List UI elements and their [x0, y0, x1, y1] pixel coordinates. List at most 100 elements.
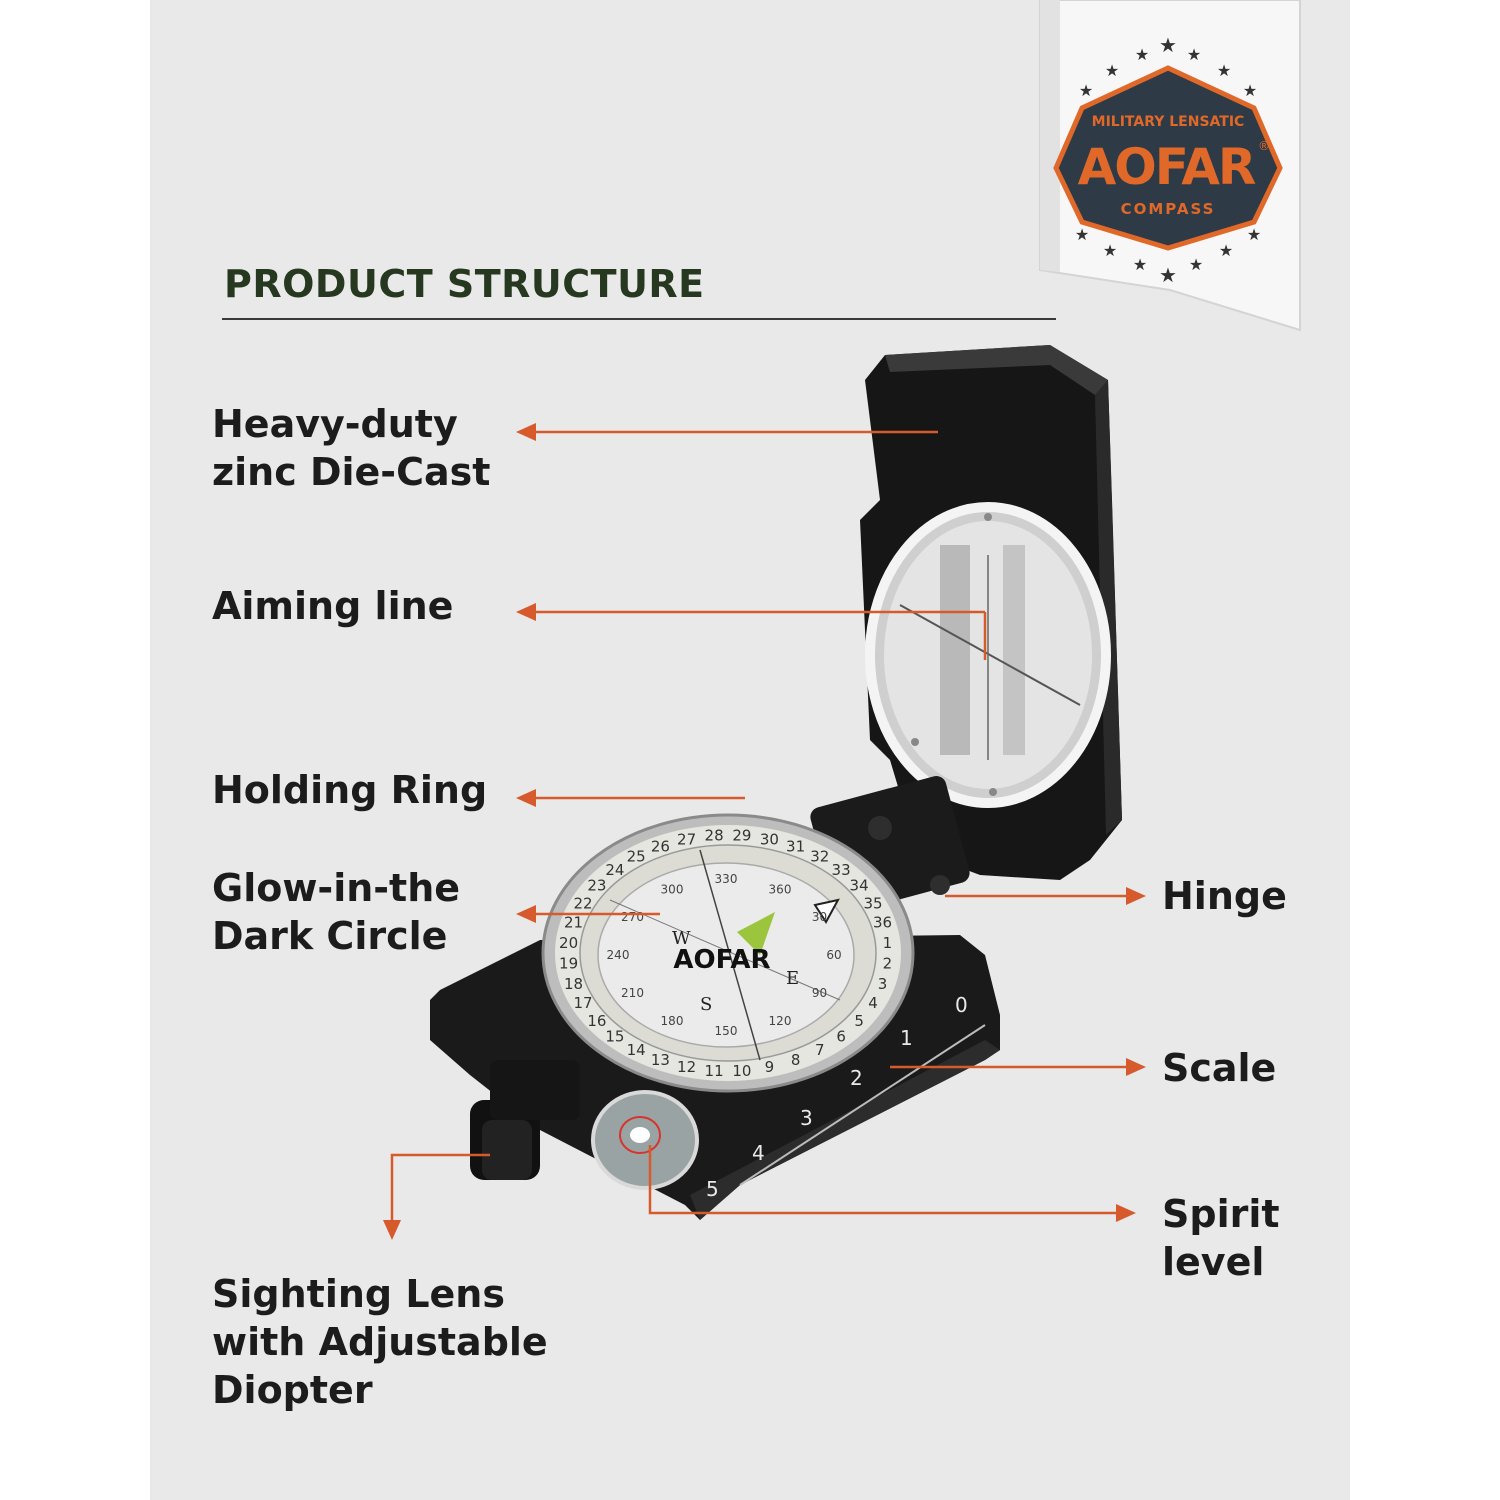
ruler-mark-4: 4 [752, 1141, 765, 1165]
aiming-line [899, 604, 1081, 706]
dial-brand: AOFAR [673, 945, 770, 975]
ruler-mark-2: 2 [850, 1066, 863, 1090]
callout-sighting-lens: Sighting Lens with Adjustable Diopter [212, 1272, 548, 1412]
svg-text:★: ★ [1135, 45, 1149, 64]
outer-ring-number-30: 30 [760, 830, 779, 848]
callout-hinge: Hinge [1162, 874, 1287, 918]
inner-degree-360: 360 [769, 882, 792, 896]
outer-ring-number-21: 21 [564, 914, 583, 932]
outer-ring-number-17: 17 [573, 994, 592, 1012]
outer-ring-number-18: 18 [564, 975, 583, 993]
north-triangle-marker [813, 898, 840, 924]
outer-ring-number-9: 9 [765, 1058, 775, 1076]
svg-text:★: ★ [1159, 263, 1177, 287]
inner-degree-30: 30 [812, 910, 827, 924]
cardinal-east: E [786, 968, 799, 989]
outer-ring-number-5: 5 [854, 1012, 864, 1030]
outer-ring-number-25: 25 [627, 848, 646, 866]
outer-ring-number-12: 12 [677, 1058, 696, 1076]
svg-text:★: ★ [1103, 241, 1117, 260]
outer-ring-number-19: 19 [559, 955, 578, 973]
outer-ring-number-11: 11 [705, 1062, 724, 1080]
cardinal-south: S [700, 994, 712, 1015]
svg-text:★: ★ [1187, 45, 1201, 64]
ruler-mark-5: 5 [706, 1177, 719, 1201]
svg-text:★: ★ [1219, 241, 1233, 260]
outer-ring-number-36: 36 [873, 914, 892, 932]
outer-ring-number-2: 2 [883, 955, 893, 973]
outer-ring-number-31: 31 [786, 837, 805, 855]
outer-ring-number-14: 14 [627, 1041, 646, 1059]
outer-ring-number-3: 3 [878, 975, 888, 993]
spirit-level [591, 1090, 699, 1190]
inner-degree-240: 240 [607, 948, 630, 962]
badge-stars: ★ ★ ★ ★ ★ ★ ★ ★ ★ ★ ★ ★ ★ ★ [1075, 33, 1261, 287]
page-title: PRODUCT STRUCTURE [224, 262, 705, 306]
ruler-mark-0: 0 [955, 993, 968, 1017]
callout-glow-circle: Glow-in-the Dark Circle [212, 866, 461, 958]
inner-degree-150: 150 [715, 1024, 738, 1038]
outer-ring-number-15: 15 [605, 1028, 624, 1046]
inner-degree-60: 60 [826, 948, 841, 962]
inner-degree-270: 270 [621, 910, 644, 924]
outer-ring-number-20: 20 [559, 934, 578, 952]
badge-bottom-text: COMPASS [1121, 200, 1216, 218]
callout-die-cast: Heavy-duty zinc Die-Cast [212, 402, 491, 494]
badge-top-text: MILITARY LENSATIC [1092, 114, 1245, 130]
sighting-lens [470, 1060, 580, 1180]
outer-ring-number-24: 24 [605, 861, 624, 879]
inner-degree-330: 330 [715, 872, 738, 886]
svg-text:★: ★ [1189, 255, 1203, 274]
title-divider [222, 318, 1056, 320]
outer-ring-number-22: 22 [573, 894, 592, 912]
outer-ring-number-4: 4 [868, 994, 878, 1012]
callout-arrows [383, 423, 1146, 1240]
inner-degree-numbers: 300 330 360 30 60 90 120 150 180 210 240 270 [607, 872, 842, 1038]
svg-text:★: ★ [1075, 225, 1089, 244]
svg-text:★: ★ [1217, 61, 1231, 80]
sighting-window [865, 502, 1111, 808]
callout-holding-ring: Holding Ring [212, 768, 488, 812]
ruler-mark-1: 1 [900, 1026, 913, 1050]
outer-ring-number-13: 13 [651, 1051, 670, 1069]
north-needle [737, 912, 775, 955]
badge-brand: AOFAR [1078, 138, 1256, 196]
svg-text:★: ★ [1243, 81, 1257, 100]
outer-ring-number-35: 35 [863, 894, 882, 912]
outer-ring-number-7: 7 [815, 1041, 825, 1059]
outer-ring-number-33: 33 [832, 861, 851, 879]
callout-aiming-line: Aiming line [212, 584, 454, 628]
inner-degree-180: 180 [661, 1014, 684, 1028]
outer-ring-number-29: 29 [732, 827, 751, 845]
outer-ring-number-16: 16 [587, 1012, 606, 1030]
outer-ring-number-10: 10 [732, 1062, 751, 1080]
outer-ring-number-23: 23 [587, 877, 606, 895]
outer-ring-number-1: 1 [883, 934, 893, 952]
svg-text:★: ★ [1133, 255, 1147, 274]
inner-degree-300: 300 [661, 882, 684, 896]
cardinal-west: W [672, 928, 691, 949]
svg-text:★: ★ [1159, 33, 1177, 57]
inner-degree-120: 120 [769, 1014, 792, 1028]
ruler-scale: 0 1 2 3 4 5 [706, 993, 986, 1201]
inner-degree-90: 90 [812, 986, 827, 1000]
badge-registered-mark: ® [1258, 139, 1270, 153]
callout-scale: Scale [1162, 1046, 1277, 1090]
outer-ring-number-28: 28 [705, 827, 724, 845]
outer-ring-number-6: 6 [836, 1028, 846, 1046]
outer-ring-number-26: 26 [651, 837, 670, 855]
callout-spirit-level: Spirit level [1162, 1192, 1280, 1284]
outer-ring-number-27: 27 [677, 830, 696, 848]
outer-ring-number-34: 34 [850, 877, 869, 895]
outer-ring-number-32: 32 [810, 848, 829, 866]
svg-text:★: ★ [1079, 81, 1093, 100]
outer-ring-number-8: 8 [791, 1051, 801, 1069]
inner-degree-210: 210 [621, 986, 644, 1000]
svg-text:★: ★ [1247, 225, 1261, 244]
svg-text:★: ★ [1105, 61, 1119, 80]
